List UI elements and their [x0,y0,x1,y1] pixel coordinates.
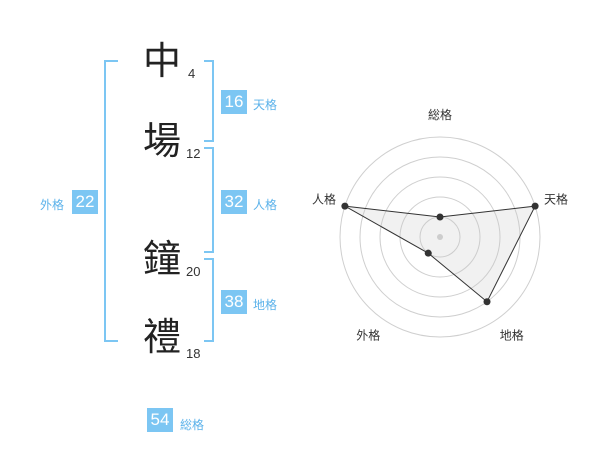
radar-point-5 [341,202,349,210]
radar-grid-ring [339,136,541,338]
name-char-4: 禮 [143,315,182,359]
gaikaku-badge: 22 [72,190,98,214]
radar-point-4 [424,249,432,257]
gaikaku-label: 外格 [40,198,65,212]
jinkaku-label: 人格 [253,198,278,212]
radar-point-2 [531,202,539,210]
stroke-count-1: 4 [188,66,196,81]
tenkaku-badge: 16 [221,90,247,114]
tenkaku-bracket [204,60,214,142]
chikaku-bracket [204,258,214,342]
radar-center-dot [437,234,443,240]
name-char-3: 鐘 [143,237,182,281]
name-char-2: 場 [143,119,182,163]
stroke-count-4: 18 [186,346,201,361]
radar-axis-label-5: 人格 [312,191,336,206]
name-char-1: 中 [143,39,182,83]
radar-grid-ring [379,176,501,298]
radar-axis-label-2: 天格 [544,191,568,206]
stroke-count-3: 20 [186,264,201,279]
radar-value-polygon [344,205,536,303]
radar-axis-label-3: 地格 [500,328,524,343]
soukaku-badge: 54 [147,408,173,432]
gaikaku-bracket [104,60,118,342]
jinkaku-bracket [204,147,214,253]
radar-point-3 [483,298,491,306]
soukaku-label: 総格 [180,418,205,432]
tenkaku-label: 天格 [253,98,278,112]
radar-point-1 [436,213,444,221]
jinkaku-badge: 32 [221,190,247,214]
chikaku-badge: 38 [221,290,247,314]
radar-axis-label-1: 総格 [428,107,452,122]
stroke-count-2: 12 [186,146,201,161]
chikaku-label: 地格 [253,298,278,312]
radar-axis-label-4: 外格 [356,328,380,343]
